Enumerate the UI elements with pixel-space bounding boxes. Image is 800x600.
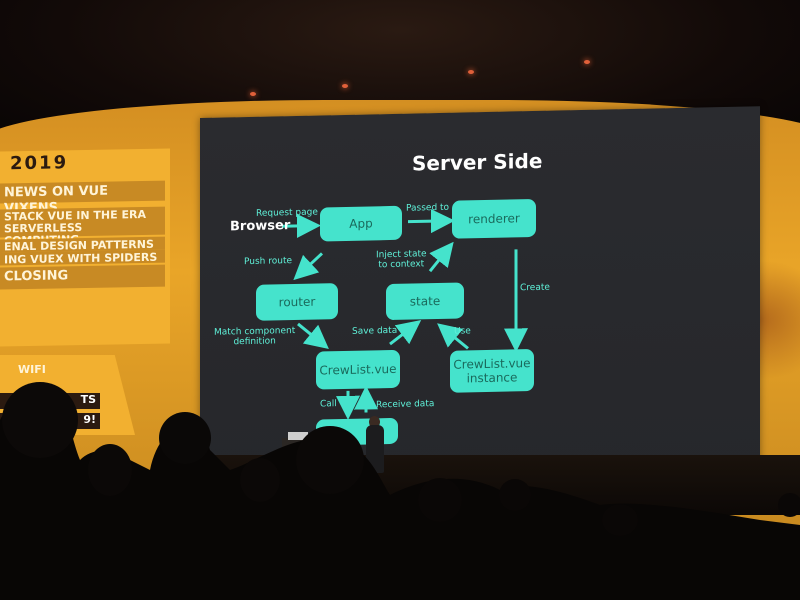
arrow	[282, 213, 321, 238]
arrow	[437, 323, 469, 350]
head-silhouette	[88, 444, 132, 496]
head-silhouette	[296, 426, 364, 494]
head-silhouette	[418, 478, 462, 522]
arrow	[408, 209, 455, 234]
laptop-icon	[288, 432, 308, 440]
head-silhouette	[778, 493, 800, 517]
ceiling-light	[342, 84, 348, 88]
speaker	[366, 425, 384, 473]
ceiling-light	[584, 60, 590, 64]
speaker-head	[369, 416, 380, 428]
audience-silhouettes-shape	[0, 391, 800, 600]
head-silhouette	[240, 458, 280, 502]
ceiling-light	[250, 92, 256, 96]
head-silhouette	[2, 382, 78, 458]
arrow	[389, 319, 422, 346]
wifi-label: WIFI	[18, 363, 46, 376]
arrow	[297, 322, 329, 350]
head-silhouette	[159, 412, 211, 464]
diagram-arrows	[282, 209, 528, 420]
arrow	[293, 252, 324, 281]
ceiling-light	[468, 70, 474, 74]
head-silhouette	[499, 479, 531, 511]
head-silhouette	[602, 504, 638, 536]
presentation-slide: Server Side Browser App renderer router …	[200, 106, 760, 497]
arrow	[428, 241, 454, 273]
